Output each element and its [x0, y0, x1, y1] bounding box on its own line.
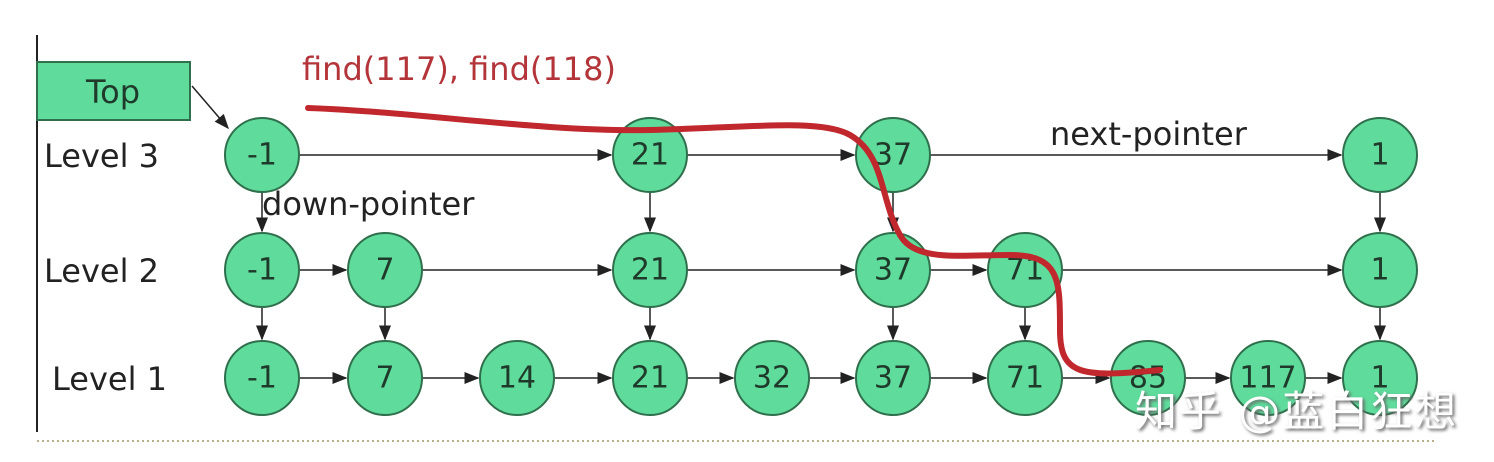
- node-value: 14: [498, 361, 536, 396]
- skip-list-node: 7: [347, 340, 423, 416]
- node-value: 37: [874, 138, 912, 173]
- skip-list-node: 21: [612, 232, 688, 308]
- next-pointer-label: next-pointer: [1050, 115, 1248, 153]
- node-value: 7: [375, 361, 394, 396]
- node-value: 7: [375, 253, 394, 288]
- skip-list-node: -1: [224, 232, 300, 308]
- skip-list-node: 7: [347, 232, 423, 308]
- top-pointer-arrow: [191, 85, 229, 130]
- level-label: Level 2: [44, 252, 159, 290]
- skip-list-node: 37: [855, 232, 931, 308]
- node-value: 37: [874, 361, 912, 396]
- node-value: 21: [631, 361, 669, 396]
- skip-list-node: 85: [1110, 340, 1186, 416]
- skip-list-node: 1: [1342, 232, 1418, 308]
- skip-list-node: 117: [1230, 340, 1306, 416]
- node-value: -1: [247, 361, 277, 396]
- node-value: 1: [1370, 138, 1389, 173]
- query-label: find(117), find(118): [302, 50, 616, 88]
- node-value: 37: [874, 253, 912, 288]
- skip-list-node: 37: [855, 340, 931, 416]
- watermark: 知乎 @蓝白狂想: [1135, 387, 1459, 436]
- node-value: 21: [631, 253, 669, 288]
- skip-list-node: 1: [1342, 117, 1418, 193]
- skip-list-node: 21: [612, 340, 688, 416]
- top-box: Top: [36, 61, 191, 121]
- node-value: 32: [753, 361, 791, 396]
- skip-list-node: 1: [1342, 340, 1418, 416]
- skip-list-node: 21: [612, 117, 688, 193]
- node-value: 1: [1370, 361, 1389, 396]
- level-label: Level 1: [52, 360, 167, 398]
- down-pointer-label: down-pointer: [262, 185, 475, 223]
- skip-list-node: -1: [224, 340, 300, 416]
- skip-list-node: 32: [734, 340, 810, 416]
- skip-list-node: 71: [987, 340, 1063, 416]
- node-value: 21: [631, 138, 669, 173]
- node-value: -1: [247, 138, 277, 173]
- search-path: [305, 105, 1163, 377]
- node-value: -1: [247, 253, 277, 288]
- level-label: Level 3: [44, 137, 159, 175]
- node-value: 71: [1006, 361, 1044, 396]
- top-label: Top: [85, 73, 140, 111]
- skip-list-node: 14: [479, 340, 555, 416]
- node-value: 1: [1370, 253, 1389, 288]
- node-value: 85: [1129, 361, 1167, 396]
- node-value: 117: [1239, 361, 1296, 396]
- skip-list-node: 37: [855, 117, 931, 193]
- skip-list-node: -1: [224, 117, 300, 193]
